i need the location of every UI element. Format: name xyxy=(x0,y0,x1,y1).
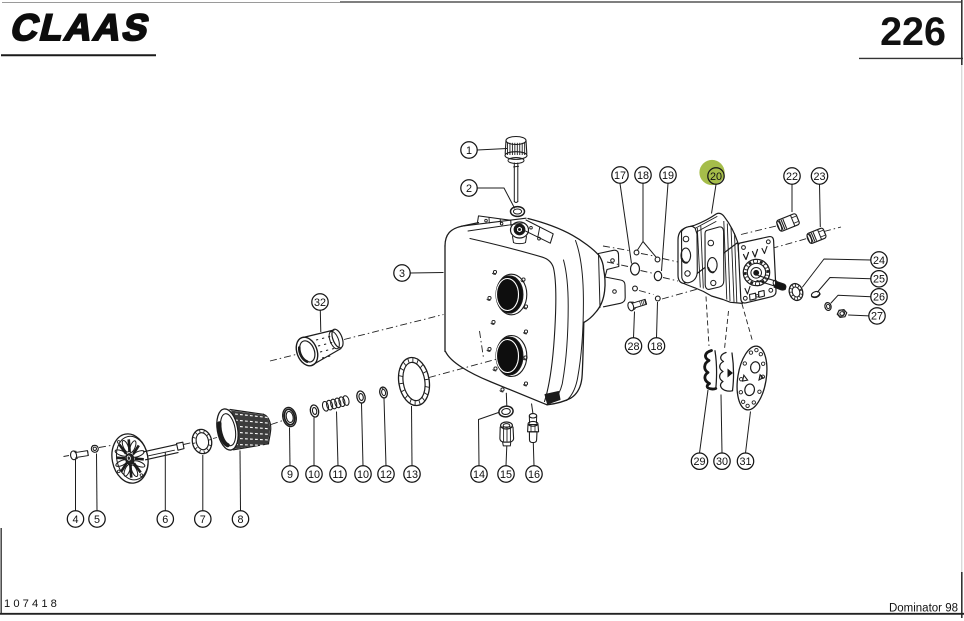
svg-text:9: 9 xyxy=(287,469,293,481)
svg-text:20: 20 xyxy=(710,171,722,183)
svg-text:31: 31 xyxy=(739,456,751,468)
svg-text:27: 27 xyxy=(871,311,883,323)
svg-text:29: 29 xyxy=(693,456,705,468)
svg-text:19: 19 xyxy=(662,170,674,182)
svg-text:16: 16 xyxy=(528,469,540,481)
svg-text:2: 2 xyxy=(466,183,472,195)
svg-text:23: 23 xyxy=(813,171,825,183)
svg-text:24: 24 xyxy=(873,255,885,267)
svg-text:15: 15 xyxy=(500,469,512,481)
svg-text:18: 18 xyxy=(650,341,662,353)
svg-text:CLAAS: CLAAS xyxy=(7,7,156,48)
svg-text:22: 22 xyxy=(786,171,798,183)
svg-text:Dominator 98: Dominator 98 xyxy=(889,603,958,615)
svg-text:10: 10 xyxy=(357,469,369,481)
svg-text:1 0 7 4 1 8: 1 0 7 4 1 8 xyxy=(4,598,57,610)
svg-text:5: 5 xyxy=(94,514,100,526)
svg-text:4: 4 xyxy=(72,514,78,526)
svg-text:6: 6 xyxy=(162,514,168,526)
svg-text:11: 11 xyxy=(332,469,343,481)
svg-text:25: 25 xyxy=(873,274,885,286)
svg-text:18: 18 xyxy=(637,170,649,182)
svg-text:26: 26 xyxy=(873,292,885,304)
svg-text:8: 8 xyxy=(237,514,243,526)
svg-text:10: 10 xyxy=(308,469,320,481)
svg-text:3: 3 xyxy=(399,268,405,280)
svg-text:30: 30 xyxy=(716,456,728,468)
svg-text:28: 28 xyxy=(627,341,639,353)
svg-text:14: 14 xyxy=(473,469,485,481)
svg-text:1: 1 xyxy=(466,145,472,157)
svg-text:32: 32 xyxy=(314,297,326,309)
svg-text:226: 226 xyxy=(880,10,946,54)
svg-text:13: 13 xyxy=(406,469,418,481)
svg-text:7: 7 xyxy=(200,514,206,526)
svg-text:12: 12 xyxy=(380,469,392,481)
svg-text:17: 17 xyxy=(614,170,626,182)
